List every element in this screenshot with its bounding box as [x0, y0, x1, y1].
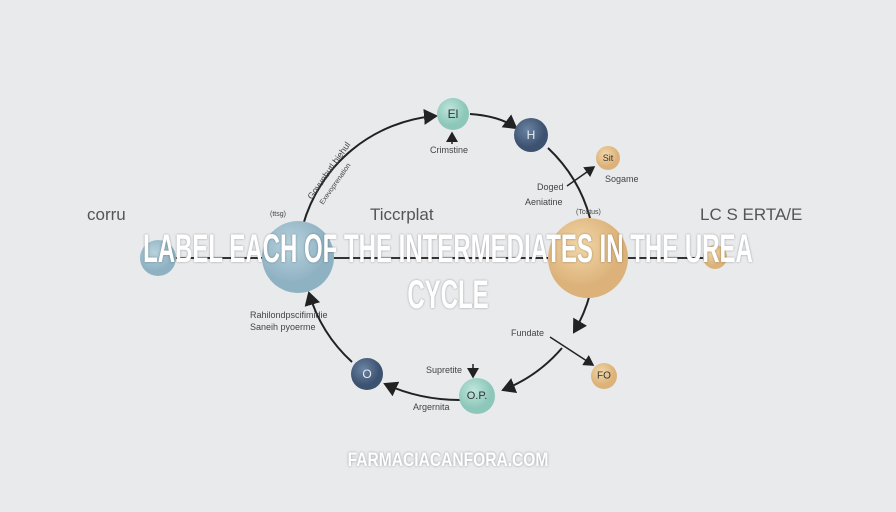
node-o	[351, 358, 383, 390]
label-left-text: corru	[87, 205, 126, 224]
node-e1-label: El	[448, 107, 459, 121]
arc-right-upper	[547, 147, 591, 219]
node-right-big	[548, 218, 628, 298]
label-argernita: Argernita	[413, 402, 450, 412]
arc-top	[469, 113, 518, 130]
arc-left-lower	[304, 291, 353, 363]
label-rahi-2: Saneih pyoerme	[250, 322, 316, 332]
arrow-to-sit	[566, 166, 596, 187]
node-op-label: O.P.	[467, 390, 488, 402]
node-sit	[596, 146, 620, 170]
label-rahi-1: Rahilondpscifimidie	[250, 310, 328, 320]
node-left-big	[262, 221, 334, 293]
label-doged: Doged	[537, 182, 564, 192]
node-sit-label: Sit	[603, 153, 614, 163]
label-right-small: (Tcotus)	[576, 209, 601, 216]
arc-bottom-right	[501, 347, 563, 394]
label-crimstine: Crimstine	[430, 145, 468, 155]
label-supretite: Supretite	[426, 365, 462, 375]
node-left-small	[140, 240, 176, 276]
arc-bottom	[383, 381, 461, 401]
node-right-small	[703, 245, 727, 269]
label-right-text: LC S ERTA/E	[700, 205, 802, 224]
node-e1	[437, 98, 469, 130]
watermark: FARMACIACANFORA.COM	[347, 450, 549, 471]
label-aeniatine: Aeniatine	[525, 197, 563, 207]
node-o-label: O	[362, 367, 371, 381]
arrow-to-fo	[549, 336, 595, 366]
label-fundate: Fundate	[511, 328, 544, 338]
page-title: LABEL EACH OF THE INTERMEDIATES IN THE U…	[143, 227, 753, 317]
label-left-small: (ttsg)	[270, 211, 286, 218]
node-h	[514, 118, 548, 152]
label-mid-text: Ticcrplat	[370, 205, 434, 224]
arc-left-upper	[302, 108, 438, 226]
node-h-label: H	[527, 128, 536, 142]
node-fo-label: FO	[597, 371, 611, 382]
node-op	[459, 378, 495, 414]
node-fo	[591, 363, 617, 389]
label-sogame: Sogame	[605, 174, 639, 184]
